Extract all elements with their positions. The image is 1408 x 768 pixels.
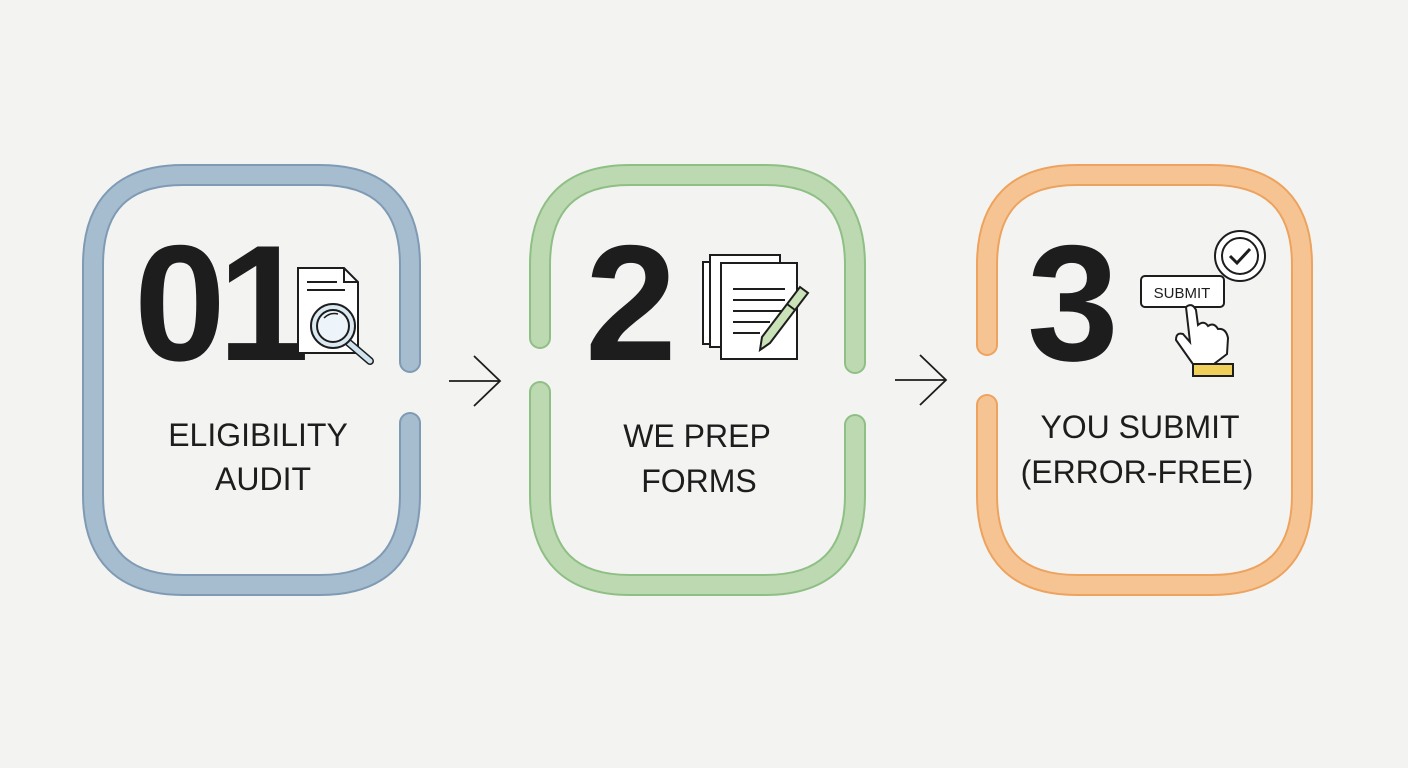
submit-button-text: SUBMIT [1154,285,1211,302]
step-3-label-line1: YOU SUBMIT [1040,409,1239,445]
pointing-hand-icon [1174,304,1234,377]
step-3-frame [976,164,1313,596]
step-2-number: 2 [585,211,677,395]
step-1-frame [82,164,421,596]
submit-button-shape [1140,275,1225,308]
step-1-label-line2: AUDIT [215,461,311,497]
arrow-right-icon [449,355,502,407]
step-3-label-line2: (ERROR-FREE) [1021,454,1254,490]
step-1-number: 01 [134,211,306,395]
step-1-label-line1: ELIGIBILITY [168,417,348,453]
arrow-right-icon [895,354,948,406]
step-2-frame [529,164,866,596]
documents-pen-icon [702,254,810,360]
submit-click-icon: SUBMIT [1140,230,1266,377]
step-2-label-line1: WE PREP [623,418,771,454]
step-2-label-line2: FORMS [641,463,757,499]
document-magnifier-icon [297,267,374,365]
step-3-number: 3 [1027,211,1119,395]
